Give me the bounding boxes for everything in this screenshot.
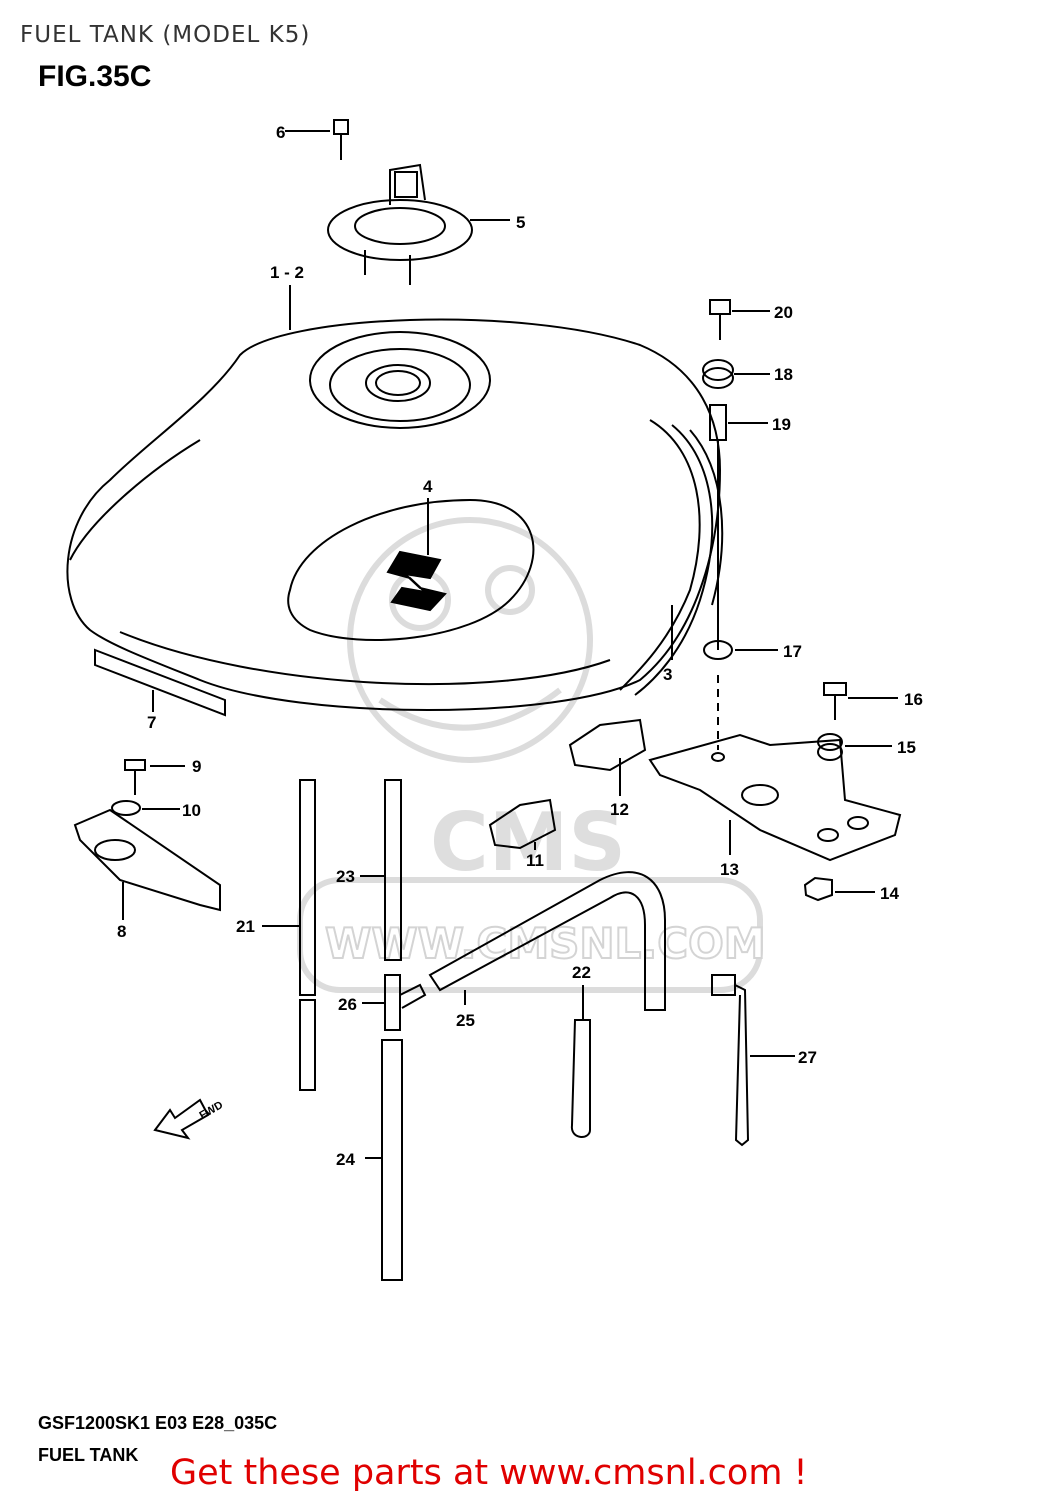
cta-link[interactable]: Get these parts at www.cmsnl.com ! (170, 1453, 808, 1493)
callout-11: 11 (526, 851, 544, 870)
connector-27 (711, 974, 736, 996)
callout-6: 6 (276, 123, 285, 142)
page-title: FUEL TANK (MODEL K5) (20, 22, 311, 48)
cushion-11 (488, 798, 557, 850)
drain-rod-27 (734, 984, 750, 1147)
callout-7: 7 (147, 713, 156, 732)
bolt-6 (333, 119, 349, 135)
callout-20: 20 (774, 303, 793, 322)
callout-8: 8 (117, 922, 126, 941)
tank-recess (309, 331, 491, 429)
joint-26 (384, 974, 401, 1031)
callout-19: 19 (772, 415, 791, 434)
callout-13: 13 (720, 860, 739, 879)
fuel-tank (66, 318, 722, 711)
callout-9: 9 (192, 757, 201, 776)
callout-26: 26 (338, 995, 357, 1014)
hose-21 (299, 779, 316, 996)
callouts: 1 - 2 3 4 5 6 7 8 9 10 11 12 13 14 15 16… (117, 123, 923, 1169)
diagram-code: GSF1200SK1 E03 E28_035C (38, 1413, 278, 1433)
callout-22: 22 (572, 963, 591, 982)
rear-bracket (73, 808, 221, 912)
callout-14: 14 (880, 884, 899, 903)
collar-15 (817, 733, 843, 751)
bolt-20 (709, 299, 731, 315)
callout-10: 10 (182, 801, 201, 820)
front-bracket (648, 733, 902, 862)
hose-24 (381, 1039, 403, 1281)
suzuki-logo (386, 550, 447, 612)
callout-15: 15 (897, 738, 916, 757)
collar-19 (709, 404, 727, 441)
nut-14 (803, 876, 833, 902)
screw-9 (124, 759, 146, 771)
figure-number: FIG.35C (38, 60, 152, 93)
callout-25: 25 (456, 1011, 475, 1030)
filler-cap (327, 199, 473, 261)
hose-23 (384, 779, 402, 961)
callout-24: 24 (336, 1150, 355, 1169)
callout-12: 12 (610, 800, 629, 819)
callout-27: 27 (798, 1048, 817, 1067)
hose-25 (428, 871, 666, 1011)
cushion-18 (702, 359, 734, 381)
callout-1-2: 1 - 2 (270, 263, 304, 282)
clamp-22 (570, 1019, 591, 1138)
washer-10 (111, 800, 141, 816)
diagram-name: FUEL TANK (38, 1445, 139, 1465)
callout-5: 5 (516, 213, 525, 232)
cushion-12 (568, 718, 647, 772)
emblem-panel (287, 498, 535, 641)
callout-23: 23 (336, 867, 355, 886)
cushion-strip (94, 648, 226, 717)
watermark-logo: CMS (430, 796, 626, 889)
fwd-arrow-icon (153, 1098, 210, 1140)
callout-17: 17 (783, 642, 802, 661)
callout-18: 18 (774, 365, 793, 384)
bolt-16 (823, 682, 847, 696)
callout-4: 4 (423, 477, 433, 496)
callout-3: 3 (663, 665, 672, 684)
side-stripe (619, 419, 701, 691)
callout-21: 21 (236, 917, 255, 936)
callout-16: 16 (904, 690, 923, 709)
